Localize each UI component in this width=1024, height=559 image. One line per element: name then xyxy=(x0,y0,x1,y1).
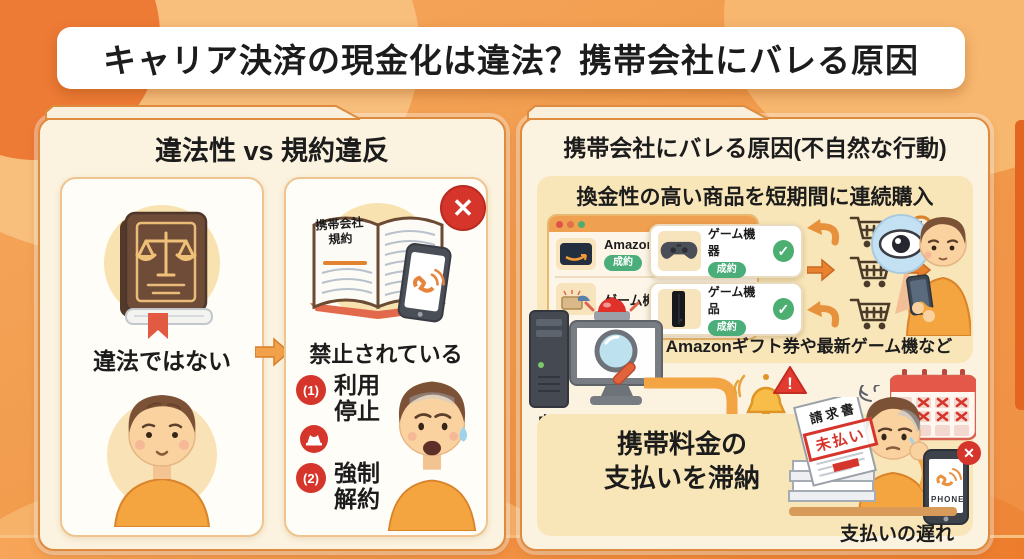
page-title: キャリア決済の現金化は違法？携帯会社にバレる原因 xyxy=(103,42,919,79)
cross-badge-icon: ✕ xyxy=(957,441,981,465)
law-book-scales-icon xyxy=(104,205,220,339)
status-pill: 成約 xyxy=(604,255,642,271)
late-payment-caption: 支払いの遅れ xyxy=(839,524,954,545)
phone-label: PHONE xyxy=(931,495,965,504)
card-not-illegal: 違法ではない xyxy=(60,177,264,537)
left-panel-title: 違法性 vs 規約違反 xyxy=(154,136,390,166)
card-prohibited: ✕ 携帯会社 規約 禁止されている (1) 利用停止 (2) 強制解約 xyxy=(284,177,488,537)
worried-boy-illustration xyxy=(387,381,477,531)
game-controller-icon xyxy=(661,241,698,259)
game-console-icon xyxy=(672,291,686,327)
legal-caption: 違法ではない xyxy=(93,348,231,374)
folder-tab xyxy=(527,105,769,120)
right-panel-title: 携帯会社にバレる原因(不自然な行動) xyxy=(563,135,947,161)
purchase-caption: Amazonギフト券や最新ゲーム機など xyxy=(665,337,953,356)
panel-detection: 携帯会社にバレる原因(不自然な行動) 換金性の高い商品を短期間に連続購入 Ama… xyxy=(520,105,990,551)
arrears-section: 携帯料金の 支払いを滞納 xyxy=(537,369,981,545)
phone-icon xyxy=(923,449,969,525)
purchase-card-game-console: ゲーム機品 成約 ✓ xyxy=(649,282,803,336)
penalty2-label: 強制解約 xyxy=(334,460,380,512)
rulebook-title: 携帯会社 規約 xyxy=(314,215,364,247)
penalty1-label: 利用停止 xyxy=(334,372,380,424)
purchase-card-console-accessory: ゲーム機器 成約 ✓ xyxy=(649,224,803,278)
title-banner: キャリア決済の現金化は違法？携帯会社にバレる原因 xyxy=(57,27,965,89)
bg-right-strip xyxy=(1015,120,1024,410)
flow-arrow-right xyxy=(255,337,291,367)
purchase-heading: 換金性の高い商品を短期間に連続購入 xyxy=(576,186,934,209)
cross-badge-icon: ✕ xyxy=(440,185,486,231)
goods-bag-icon xyxy=(561,290,590,310)
desk-surface xyxy=(789,507,957,516)
arrears-heading: 携帯料金の 支払いを滞納 xyxy=(603,429,760,493)
shop-item-row: Amazon 成約 xyxy=(549,232,757,276)
check-icon: ✓ xyxy=(772,298,794,320)
status-pill: 成約 xyxy=(707,319,746,336)
svg-text:!: ! xyxy=(787,374,793,393)
boy-with-phone-illustration xyxy=(905,217,971,336)
prohibited-caption: 禁止されている xyxy=(309,342,463,367)
amazon-card-icon xyxy=(560,243,592,265)
window-dot-green xyxy=(578,220,585,228)
rulebook-phone-illustration xyxy=(310,203,452,323)
detection-system-illustration xyxy=(529,297,663,408)
check-icon: ✓ xyxy=(772,240,794,262)
penalty2-number: (2) xyxy=(296,463,326,493)
alert-bell-icon: ! xyxy=(733,366,807,423)
shop-item-label: Amazon xyxy=(604,237,655,252)
contract-break-icon xyxy=(300,425,328,453)
calm-boy-illustration xyxy=(107,395,217,527)
blocked-phone: PHONE ✕ xyxy=(923,441,981,525)
panel-legality: 違法性 vs 規約違反 違法ではない xyxy=(38,105,506,551)
purchase-item-label: ゲーム機器 xyxy=(707,226,756,258)
window-dot-red xyxy=(556,220,563,228)
late-payment-group: 請求書 未払い PHONE ✕ xyxy=(787,369,981,545)
status-pill: 成約 xyxy=(707,261,746,278)
window-dot-orange xyxy=(567,220,574,228)
purchase-item-label: ゲーム機品 xyxy=(707,284,756,316)
folder-tab xyxy=(45,105,361,120)
penalty1-number: (1) xyxy=(296,375,326,405)
